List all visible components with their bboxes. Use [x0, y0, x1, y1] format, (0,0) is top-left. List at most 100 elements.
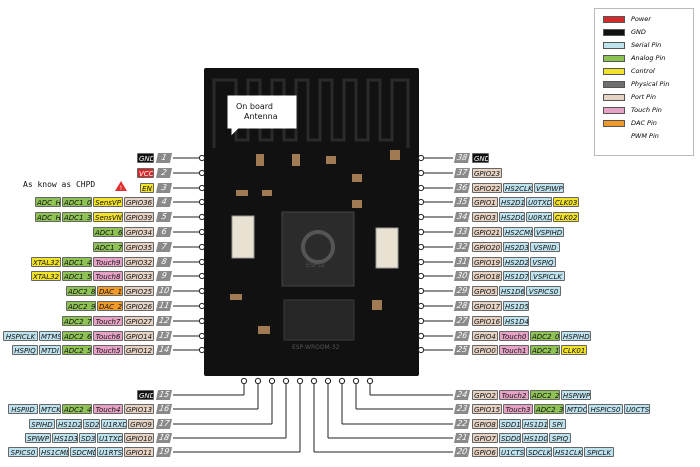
pin-tag-port: GPIO25: [124, 286, 154, 296]
pin-tag-port: GPIO13: [124, 404, 154, 414]
pin-tag-serial: HS1D4: [503, 316, 529, 326]
pin-tag-touch: Touch9: [93, 257, 123, 267]
pin-number: 10: [155, 286, 173, 296]
legend-swatch-dac: [603, 119, 625, 127]
pin-number: 37: [453, 168, 471, 178]
pad-marker: [198, 169, 206, 177]
legend-item-gnd: GND: [603, 28, 646, 37]
pin-tag-gnd: GND: [472, 153, 489, 163]
pad-marker: [198, 332, 206, 340]
pin-tag-control: XTAL32: [31, 271, 61, 281]
svg-text:!: !: [120, 185, 122, 192]
pin-tag-control: XTAL32: [31, 257, 61, 267]
pin-tag-gnd: GND: [137, 153, 154, 163]
pin-tag-gnd: GND: [137, 390, 154, 400]
legend-item-power: Power: [603, 15, 651, 24]
pin-tag-port: GPIO15: [472, 404, 502, 414]
pin-number: 20: [453, 447, 471, 457]
pin-tag-serial: SPIHD: [29, 419, 55, 429]
pad-marker: [198, 302, 206, 310]
espressif-logo-icon: [301, 230, 335, 264]
pin-tag-port: GPIO36: [124, 197, 154, 207]
pin-tag-port: GPIO19: [472, 257, 502, 267]
pad-marker: [417, 258, 425, 266]
legend-swatch-port: [603, 93, 625, 101]
pin-tag-analog: ADC_H: [35, 197, 61, 207]
pin-number: 5: [155, 212, 173, 222]
warning-icon: [115, 181, 127, 191]
pin-tag-serial: HS1D2: [56, 419, 82, 429]
chip-marking: ESP32: [306, 262, 325, 269]
pin-tag-serial: HSPICS0: [588, 404, 623, 414]
pin-number: 15: [155, 390, 173, 400]
pin-tag-analog: ADC1_6: [93, 227, 123, 237]
pad-marker: [198, 258, 206, 266]
pin-tag-serial: HS1D6: [499, 286, 525, 296]
pin-tag-port: GPIO9: [128, 419, 154, 429]
pin-number: 3: [155, 183, 173, 193]
pad-marker: [338, 377, 346, 385]
legend-item-dac: DAC Pin: [603, 119, 657, 128]
pin-number: 26: [453, 331, 471, 341]
pin-tag-serial: VSPIID: [530, 242, 560, 252]
pin-tag-port: GPIO10: [124, 433, 154, 443]
crystal-right: [375, 227, 399, 269]
legend-label: Power: [631, 15, 651, 23]
pin-tag-analog: ADC2_3: [534, 404, 564, 414]
pin-tag-port: GPIO14: [124, 331, 154, 341]
legend-item-physical: Physical Pin: [603, 80, 669, 89]
pin-number: 13: [155, 331, 173, 341]
pin-number: 30: [453, 271, 471, 281]
pad-marker: [417, 287, 425, 295]
pad-marker: [282, 377, 290, 385]
pin-tag-dac: DAC_1: [97, 286, 123, 296]
pin-number: 33: [453, 227, 471, 237]
pad-marker: [198, 198, 206, 206]
pad-marker: [198, 272, 206, 280]
pin-tag-port: GPIO8: [472, 419, 498, 429]
legend-label: Port Pin: [631, 93, 657, 101]
pin-tag-serial: VSPIQ: [530, 257, 556, 267]
pin-tag-serial: U1RTS: [97, 447, 123, 457]
pin-tag-port: GPIO32: [124, 257, 154, 267]
legend-swatch-physical: [603, 80, 625, 88]
pin-number: 7: [155, 242, 173, 252]
pin-tag-port: GPIO21: [472, 227, 502, 237]
pad-marker: [417, 243, 425, 251]
pin-number: 1: [155, 153, 173, 163]
pin-number: 6: [155, 227, 173, 237]
legend-label: Analog Pin: [631, 54, 666, 62]
pin-tag-analog: ADC2_8: [66, 286, 96, 296]
pin-tag-serial: HS2D3: [503, 242, 529, 252]
pin-tag-serial: MTDO: [565, 404, 587, 414]
legend-item-control: Control: [603, 67, 655, 76]
pin-tag-port: GPIO27: [124, 316, 154, 326]
pin-tag-serial: HSPICLK: [3, 331, 38, 341]
pin-tag-serial: HS1CMD: [39, 447, 69, 457]
pin-tag-port: GPIO23: [472, 168, 502, 178]
pad-marker: [198, 228, 206, 236]
pin-tag-serial: MTCK: [39, 404, 61, 414]
pad-marker: [417, 228, 425, 236]
pin-tag-control: EN: [140, 183, 154, 193]
pin-tag-analog: ADC2_9: [66, 301, 96, 311]
pad-marker: [240, 377, 248, 385]
pin-tag-port: GPIO3: [472, 212, 498, 222]
crystal-left: [231, 215, 255, 259]
pin-tag-serial: HS1D3: [52, 433, 78, 443]
pin-number: 12: [155, 316, 173, 326]
pad-marker: [268, 377, 276, 385]
pin-tag-control: CLK02: [553, 212, 579, 222]
pin-tag-port: GPIO35: [124, 242, 154, 252]
pin-tag-port: GPIO1: [472, 197, 498, 207]
flash-marking: ESP-WROOM-32: [292, 344, 340, 351]
pad-marker: [417, 332, 425, 340]
pad-marker: [366, 377, 374, 385]
legend-item-touch: Touch Pin: [603, 106, 662, 115]
pin-tag-port: GPIO2: [472, 390, 498, 400]
pin-tag-port: GPIO39: [124, 212, 154, 222]
legend-swatch-gnd: [603, 28, 625, 36]
pin-tag-serial: SDCLK: [526, 447, 552, 457]
antenna-label-line1: On board: [236, 102, 274, 111]
